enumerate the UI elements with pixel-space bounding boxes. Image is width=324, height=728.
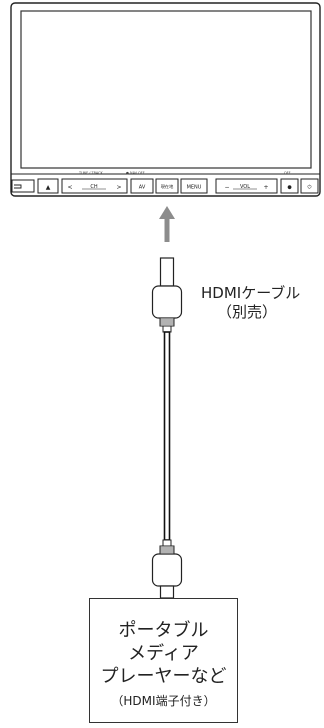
head-unit-screen: [20, 10, 312, 169]
hdmi-plug-top: [151, 257, 183, 333]
ch-label: CH: [90, 184, 97, 190]
nav-off-label: ● NAV OFF: [126, 171, 145, 175]
connection-arrow-up-icon: [159, 206, 175, 242]
device-note: （HDMI端子付き）: [111, 694, 216, 708]
hdmi-plug-bottom: [151, 539, 183, 599]
hdmi-cable: [163, 331, 171, 541]
current-location-button[interactable]: [155, 178, 179, 194]
vol-label: VOL: [240, 184, 250, 190]
power-icon: ⏻: [308, 185, 312, 191]
av-button[interactable]: [130, 178, 154, 194]
eject-icon: ▲: [46, 184, 51, 191]
device-name-line1: ポータブル: [118, 620, 209, 641]
card-slot[interactable]: [11, 179, 35, 193]
power-button[interactable]: [300, 178, 319, 194]
menu-button[interactable]: [180, 178, 208, 194]
tune-track-label: TUNE / TRACK: [78, 171, 103, 175]
hdmi-cable-label: HDMIケーブル （別売）: [201, 284, 300, 322]
vol-rocker[interactable]: [215, 178, 278, 194]
eject-button[interactable]: [37, 178, 59, 194]
current-location-label: 現在地: [161, 183, 174, 190]
device-name-line3: プレーヤーなど: [100, 666, 227, 687]
ch-left-icon: <: [67, 184, 72, 191]
off-label: OFF: [284, 171, 291, 175]
mute-icon: ●: [287, 185, 292, 191]
hdmi-cable-label-line2: （別売）: [217, 303, 278, 321]
vol-plus-icon: +: [263, 184, 268, 191]
vol-minus-icon: −: [224, 184, 229, 191]
device-name-line2: メディア: [128, 643, 199, 664]
ch-right-icon: >: [116, 184, 121, 191]
av-label: AV: [139, 185, 146, 191]
portable-media-player-box: ポータブル メディア プレーヤーなど （HDMI端子付き）: [89, 598, 238, 723]
mute-button[interactable]: [280, 178, 299, 194]
hdmi-cable-label-line1: HDMIケーブル: [201, 284, 301, 302]
ch-rocker[interactable]: [61, 178, 128, 194]
menu-label: MENU: [187, 185, 202, 191]
